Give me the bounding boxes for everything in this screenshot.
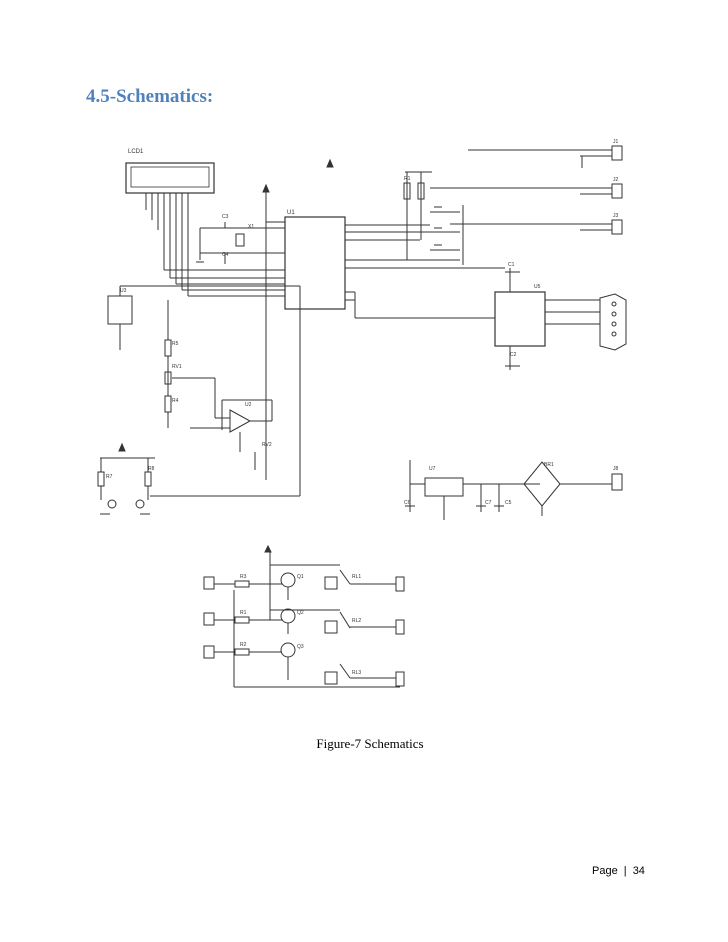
svg-text:J2: J2 bbox=[613, 177, 619, 183]
lcd-label: LCD1 bbox=[128, 149, 144, 155]
svg-text:RL2: RL2 bbox=[352, 618, 361, 624]
svg-text:RL1: RL1 bbox=[352, 574, 361, 580]
svg-text:RL3: RL3 bbox=[352, 670, 361, 676]
svg-text:U3: U3 bbox=[120, 288, 127, 294]
svg-text:J8: J8 bbox=[613, 466, 619, 472]
button-network: R1 bbox=[403, 171, 464, 265]
svg-text:R3: R3 bbox=[240, 574, 247, 580]
svg-text:C7: C7 bbox=[485, 500, 492, 506]
svg-text:C5: C5 bbox=[505, 500, 512, 506]
microcontroller: U1 bbox=[265, 192, 505, 480]
serial-driver: U5 C1 C2 bbox=[354, 262, 600, 370]
svg-text:C6: C6 bbox=[404, 500, 411, 506]
mcu-label: U1 bbox=[287, 210, 295, 216]
relay-driver-schematic: R3 Q1 RL1 R1 Q2 RL2 bbox=[203, 552, 405, 688]
svg-text:RV2: RV2 bbox=[262, 442, 272, 448]
svg-text:J1: J1 bbox=[613, 139, 619, 145]
lcd-module: LCD1 bbox=[125, 149, 285, 297]
section-heading: 4.5-Schematics: bbox=[86, 86, 214, 107]
connectors-right: J1 J2 J3 bbox=[430, 139, 623, 235]
power-supply: U7 C6 C7 C5 BR1 J8 bbox=[404, 460, 623, 520]
svg-text:Q2: Q2 bbox=[297, 610, 304, 616]
db9-connector bbox=[599, 293, 627, 351]
svg-text:BR1: BR1 bbox=[544, 462, 554, 468]
svg-text:R2: R2 bbox=[240, 642, 247, 648]
sensor-circuit: R7 R8 bbox=[97, 457, 300, 515]
svg-text:U2: U2 bbox=[245, 402, 252, 408]
svg-text:Q3: Q3 bbox=[297, 644, 304, 650]
figure-caption: Figure-7 Schematics bbox=[316, 736, 424, 751]
svg-text:X1: X1 bbox=[248, 224, 254, 230]
svg-text:C2: C2 bbox=[510, 352, 517, 358]
svg-text:R1: R1 bbox=[240, 610, 247, 616]
svg-text:R5: R5 bbox=[172, 341, 179, 347]
page-number: 34 bbox=[632, 865, 645, 877]
svg-text:U5: U5 bbox=[534, 284, 541, 290]
page-footer: Page | 34 bbox=[592, 865, 645, 877]
svg-text:Q1: Q1 bbox=[297, 574, 304, 580]
svg-text:R8: R8 bbox=[148, 466, 155, 472]
crystal-circuit: C3 C4 X1 bbox=[196, 214, 285, 264]
svg-text:C1: C1 bbox=[508, 262, 515, 268]
page-label: Page bbox=[592, 865, 618, 877]
svg-text:C3: C3 bbox=[222, 214, 229, 220]
svg-text:U7: U7 bbox=[429, 466, 436, 472]
svg-text:RV1: RV1 bbox=[172, 364, 182, 370]
regulator-top: U3 R5 RV1 R4 bbox=[107, 285, 300, 428]
svg-text:R7: R7 bbox=[106, 474, 113, 480]
svg-text:J3: J3 bbox=[613, 213, 619, 219]
page-separator: | bbox=[623, 865, 627, 877]
opamp-circuit: U2 RV2 bbox=[190, 286, 301, 496]
svg-text:R4: R4 bbox=[172, 398, 179, 404]
